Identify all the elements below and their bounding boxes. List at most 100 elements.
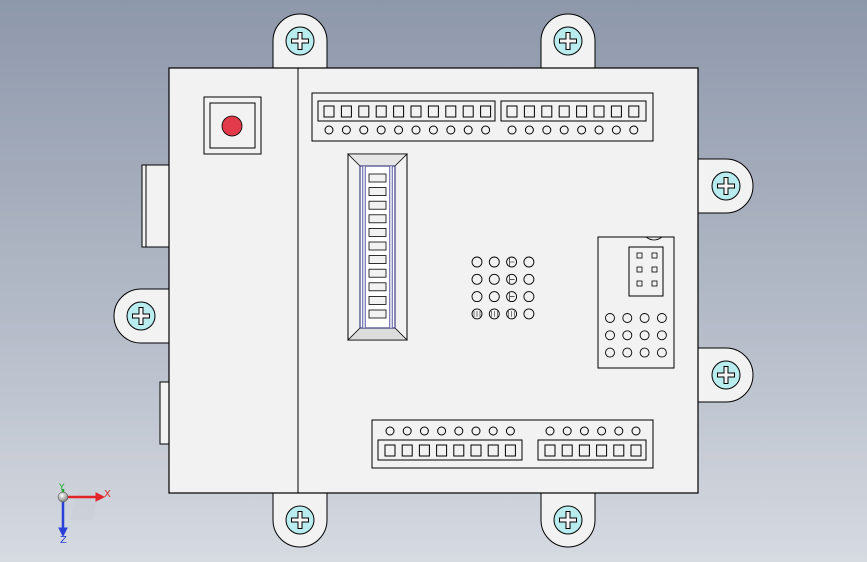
terminal-screw-hole (463, 125, 473, 135)
header-pin (471, 291, 483, 303)
terminal-screw-hole (488, 426, 498, 436)
mounting-ear (272, 13, 328, 71)
terminal-slot (480, 105, 492, 118)
terminal-slot (558, 105, 570, 118)
terminal-slot (436, 444, 448, 457)
mounting-ear (272, 489, 328, 548)
connector-pin (636, 266, 643, 273)
dip-switch-lever[interactable] (368, 214, 387, 224)
dip-switch-lever[interactable] (368, 241, 387, 251)
jumper-header-grid (471, 256, 535, 320)
terminal-screw-hole (545, 426, 555, 436)
small-connector (628, 246, 664, 297)
header-pin (471, 256, 483, 268)
module-pin (622, 313, 633, 323)
terminal-slot (541, 105, 553, 118)
header-pin (488, 256, 500, 268)
terminal-slot (384, 444, 396, 457)
mounting-ear (540, 489, 596, 548)
terminal-screw-hole (376, 125, 386, 135)
terminal-slot (578, 444, 590, 457)
module-pin (605, 330, 615, 341)
terminal-screw-hole (597, 426, 607, 436)
terminal-screw-hole (562, 426, 572, 436)
terminal-screw-hole (629, 125, 639, 135)
connector-pin (651, 266, 658, 273)
terminal-screw-hole (402, 426, 412, 436)
terminal-slot (470, 444, 482, 457)
dip-switch-lever[interactable] (368, 187, 387, 197)
terminal-screw-hole (542, 125, 552, 135)
terminal-screw-hole (428, 125, 438, 135)
terminal-screw-hole (419, 426, 429, 436)
terminal-screw-hole (505, 426, 515, 436)
terminal-screw-hole (471, 426, 481, 436)
module-pin (622, 330, 633, 341)
header-pin (488, 291, 500, 303)
terminal-slot (628, 105, 640, 118)
terminal-slot (576, 105, 588, 118)
dip-switch-lever[interactable] (368, 255, 387, 265)
terminal-slot (340, 105, 352, 118)
terminal-screw-hole (524, 125, 534, 135)
terminal-slot (523, 105, 535, 118)
terminal-slot (506, 105, 518, 118)
terminal-slot (358, 105, 370, 118)
dip-switch-lever[interactable] (368, 200, 387, 210)
status-led (221, 115, 243, 137)
terminal-slot (401, 444, 413, 457)
terminal-slot (453, 444, 465, 457)
header-pin (471, 273, 483, 285)
dip-switch-lever[interactable] (368, 173, 387, 183)
module-pin (639, 313, 650, 323)
terminal-slot (593, 105, 605, 118)
terminal-screw-hole (446, 125, 456, 135)
dip-switch-lever[interactable] (368, 295, 387, 305)
connector-pin (636, 252, 643, 259)
header-pin (488, 273, 500, 285)
terminal-slot (596, 444, 608, 457)
mounting-ear (540, 13, 596, 71)
terminal-screw-hole (507, 125, 517, 135)
dip-switch[interactable] (347, 153, 408, 341)
terminal-screw-hole (359, 125, 369, 135)
terminal-screw-hole (631, 426, 641, 436)
terminal-blocks (311, 92, 654, 469)
terminal-slot (393, 105, 405, 118)
bottom-terminal-block (371, 419, 654, 469)
terminal-screw-hole (614, 426, 624, 436)
terminal-screw-hole (594, 125, 604, 135)
terminal-screw-hole (411, 125, 421, 135)
led-button[interactable] (203, 96, 262, 155)
terminal-screw-hole (577, 125, 587, 135)
terminal-screw-hole (394, 125, 404, 135)
terminal-slot (375, 105, 387, 118)
module-pin (639, 330, 650, 341)
dip-switch-lever[interactable] (368, 227, 387, 237)
dip-switch-lever[interactable] (368, 309, 387, 319)
terminal-slot (445, 105, 457, 118)
terminal-slot (418, 444, 430, 457)
mounting-ear (694, 158, 754, 214)
connector-pin (651, 252, 658, 259)
right-connector-module (597, 236, 675, 369)
mounting-ears (113, 13, 754, 548)
terminal-slot (561, 444, 573, 457)
terminal-screw-hole (385, 426, 395, 436)
terminal-slot (610, 105, 622, 118)
triad-y-label: Y (58, 483, 65, 493)
module-pin (656, 330, 667, 341)
module-pin (656, 313, 667, 323)
terminal-slot (487, 444, 499, 457)
header-pin (523, 308, 535, 320)
terminal-screw-hole (341, 125, 351, 135)
terminal-slot (427, 105, 439, 118)
dip-switch-lever[interactable] (368, 268, 387, 278)
terminal-screw-hole (579, 426, 589, 436)
terminal-screw-hole (559, 125, 569, 135)
dip-switch-lever[interactable] (368, 282, 387, 292)
terminal-slot (323, 105, 335, 118)
connector-pin (636, 280, 643, 287)
